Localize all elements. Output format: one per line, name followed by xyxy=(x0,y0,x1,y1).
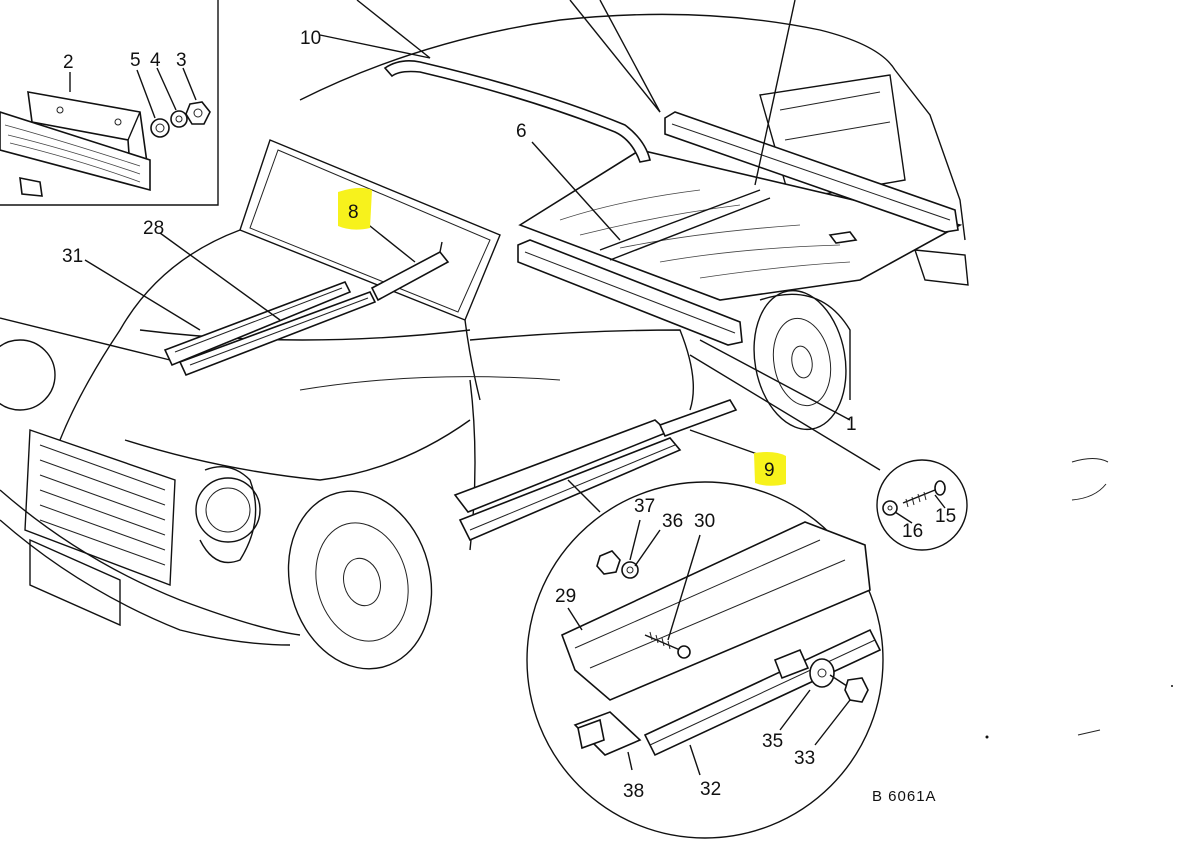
drawing-code: B 6061A xyxy=(872,788,937,805)
front-rails xyxy=(163,241,450,377)
inset-detail-circle xyxy=(526,481,884,839)
callout-28: 28 xyxy=(143,218,164,239)
leader-lines xyxy=(0,0,946,776)
highlight-8 xyxy=(338,187,372,230)
callout-9: 9 xyxy=(764,460,775,481)
highlights xyxy=(338,187,786,486)
callout-38: 38 xyxy=(623,781,644,802)
callout-1: 1 xyxy=(846,414,857,435)
roof-rail xyxy=(383,60,651,163)
inset-fastener-circle xyxy=(876,459,968,551)
margin-marks xyxy=(985,458,1173,739)
callout-8: 8 xyxy=(348,202,359,223)
callout-6: 6 xyxy=(516,121,527,142)
callout-37: 37 xyxy=(634,496,655,517)
side-rail xyxy=(517,111,959,346)
callout-30: 30 xyxy=(694,511,715,532)
sill-panel xyxy=(453,399,738,542)
callout-5: 5 xyxy=(130,50,141,71)
callout-33: 33 xyxy=(794,748,815,769)
callout-15: 15 xyxy=(935,506,956,527)
inset-top-left xyxy=(0,0,219,206)
callout-31: 31 xyxy=(62,246,83,267)
callout-29: 29 xyxy=(555,586,576,607)
callout-4: 4 xyxy=(150,50,161,71)
callout-2: 2 xyxy=(63,52,74,73)
callout-labels: 1 2 3 4 5 6 8 9 10 15 16 28 29 30 31 32 … xyxy=(62,28,956,802)
callout-3: 3 xyxy=(176,50,187,71)
callout-16: 16 xyxy=(902,521,923,542)
callout-32: 32 xyxy=(700,779,721,800)
callout-35: 35 xyxy=(762,731,783,752)
highlight-9 xyxy=(754,452,786,486)
callout-36: 36 xyxy=(662,511,683,532)
callout-10: 10 xyxy=(300,28,321,49)
car-body xyxy=(0,13,969,670)
